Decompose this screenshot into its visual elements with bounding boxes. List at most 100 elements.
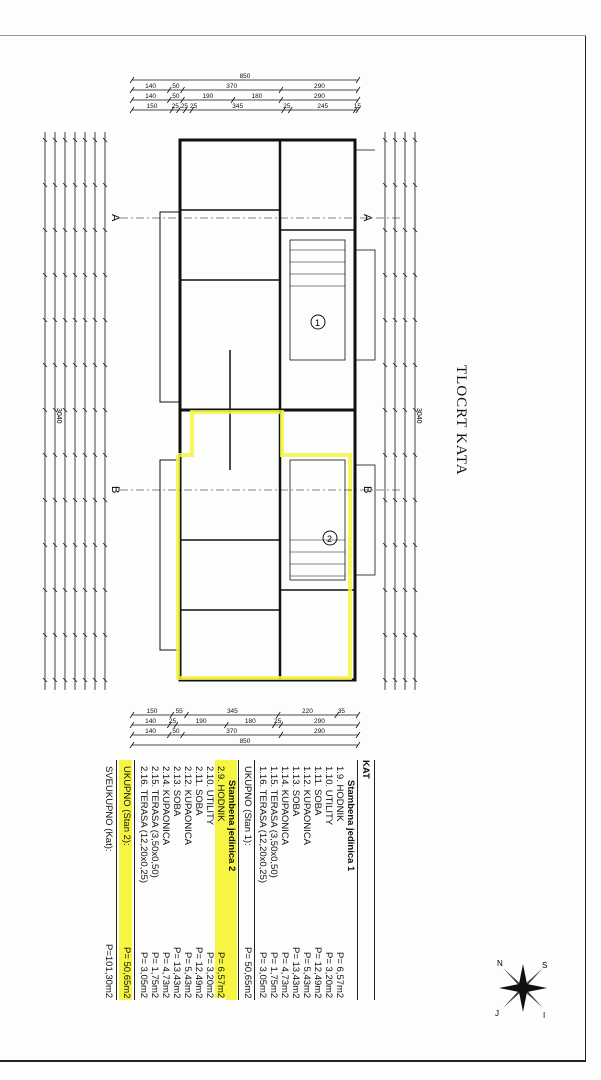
- table-header: KAT: [360, 760, 371, 779]
- room-area: P= 6,57m2: [334, 951, 345, 998]
- dimension-label: 140: [145, 83, 156, 90]
- compass-s: S: [542, 961, 547, 970]
- table-row: 1.16. TERASA (12,20x0,25)P= 3,05m2: [257, 760, 268, 998]
- dimension-tick: [334, 711, 340, 719]
- dimension-tick: [180, 86, 185, 94]
- room-name: 1.15. TERASA (3,50x0,50): [268, 766, 279, 878]
- dimension-tick: [224, 721, 229, 729]
- dimension-tick: [173, 721, 179, 729]
- unit-2-total: UKUPNO (Stan 2):P= 50,65m2: [119, 760, 132, 1000]
- dimension-tick: [271, 721, 277, 729]
- dimension-tick: [166, 721, 172, 729]
- dimension-tick: [129, 106, 135, 114]
- compass-j: J: [495, 1009, 499, 1018]
- dimension-tick: [176, 106, 181, 114]
- room-name: 1.13. SOBA: [290, 766, 301, 817]
- compass-i: I: [543, 1011, 545, 1020]
- room-name: 2.15. TERASA (3,50x0,50): [149, 766, 160, 878]
- dimension-tick: [355, 731, 361, 739]
- dimension-label: 50: [172, 728, 180, 735]
- dimension-tick: [129, 721, 135, 729]
- room-area: P= 3,20m2: [323, 951, 334, 998]
- room-area: P= 4,73m2: [279, 951, 290, 998]
- room-area: P= 3,05m2: [257, 951, 268, 998]
- dimension-label: 190: [196, 718, 207, 725]
- dimension-tick: [230, 96, 236, 104]
- table-row: 2.15. TERASA (3,50x0,50) P= 1,75m2: [149, 760, 160, 998]
- total-length-left: 3040: [55, 408, 62, 424]
- room-name: SVEUKUPNO (Kat):: [103, 766, 114, 852]
- dimension-tick: [129, 741, 135, 749]
- table-row: 1.15. TERASA (3,50x0,50) P= 1,75m2: [268, 760, 279, 998]
- dimension-tick: [182, 106, 188, 114]
- room-name: 2.12. KUPAONICA: [182, 766, 193, 846]
- room-area: P=101,30m2: [103, 943, 114, 998]
- compass-rose: N S J I: [495, 959, 547, 1020]
- table-row: 2.13. SOBA P= 13,43m2: [171, 760, 182, 998]
- room-area: P= 5,43m2: [182, 951, 193, 998]
- dimension-label: 290: [314, 728, 325, 735]
- page-border-top: [0, 35, 586, 36]
- compass-n: N: [497, 959, 503, 968]
- dimension-label: 180: [252, 93, 263, 100]
- dimension-label: 50: [172, 93, 180, 100]
- room-name: 2.13. SOBA: [171, 766, 182, 817]
- dimension-tick: [184, 711, 189, 719]
- dimension-label: 50: [172, 83, 180, 90]
- dimension-tick: [189, 106, 195, 114]
- dimension-tick: [129, 711, 135, 719]
- dimension-tick: [355, 96, 361, 104]
- room-area: P= 12,49m2: [193, 946, 204, 999]
- room-area: P= 1,75m2: [268, 951, 279, 998]
- dimension-label: 290: [314, 718, 325, 725]
- dimension-tick: [129, 76, 135, 84]
- dimension-tick: [353, 106, 358, 114]
- room-area: P= 5,43m2: [301, 951, 312, 998]
- dimension-tick: [355, 721, 361, 729]
- section-marker-b-left: B: [109, 486, 121, 493]
- room-area: P= 1,75m2: [149, 951, 160, 998]
- room-area: P= 50,65m2: [121, 946, 132, 999]
- room-area: P= 12,49m2: [312, 946, 323, 999]
- dimension-tick: [169, 711, 175, 719]
- table-row: SVEUKUPNO (Kat): P=101,30m2: [103, 760, 114, 998]
- room-name: 1.10. UTILITY: [323, 766, 334, 826]
- dimension-label: 140: [145, 93, 156, 100]
- room-area: P= 50,65m2: [242, 946, 253, 999]
- room-area: P= 3,05m2: [138, 951, 149, 998]
- dimension-label: 55: [176, 708, 184, 715]
- room-name: 1.11. SOBA: [312, 766, 323, 816]
- dimension-tick: [129, 86, 135, 94]
- room-area: P= 13,43m2: [290, 946, 301, 999]
- room-name: 1.12. KUPAONICA: [301, 766, 312, 846]
- page-border-right: [585, 35, 586, 1060]
- unit-1-label: 1: [315, 318, 320, 328]
- dimension-tick: [278, 731, 284, 739]
- dimension-label: 245: [317, 103, 328, 110]
- section-marker-a-right: A: [361, 214, 373, 222]
- unit-1-total: UKUPNO (Stan 1):P= 50,65m2: [241, 760, 253, 1000]
- dimension-tick: [287, 106, 293, 114]
- dimension-tick: [275, 711, 281, 719]
- dimension-tick: [278, 86, 284, 94]
- dimension-label: 35: [338, 708, 346, 715]
- page-border-bottom: [0, 1060, 586, 1062]
- dimension-label: 140: [145, 728, 156, 735]
- dimension-label: 220: [302, 708, 313, 715]
- dimension-label: 180: [245, 718, 256, 725]
- room-name: 2.10. UTILITY: [204, 766, 215, 826]
- table-row: 1.13. SOBA P= 13,43m2: [290, 760, 301, 998]
- room-area: P= 13,43m2: [171, 946, 182, 999]
- dimension-label: 290: [314, 93, 325, 100]
- table-row: 1.11. SOBA P= 12,49m2: [312, 760, 323, 998]
- dimension-tick: [166, 731, 172, 739]
- dimension-label: 290: [314, 83, 325, 90]
- dimension-label: 25: [283, 103, 291, 110]
- dimension-label: 25: [169, 718, 177, 725]
- dimension-label: 25: [172, 103, 180, 110]
- dimension-tick: [355, 711, 361, 719]
